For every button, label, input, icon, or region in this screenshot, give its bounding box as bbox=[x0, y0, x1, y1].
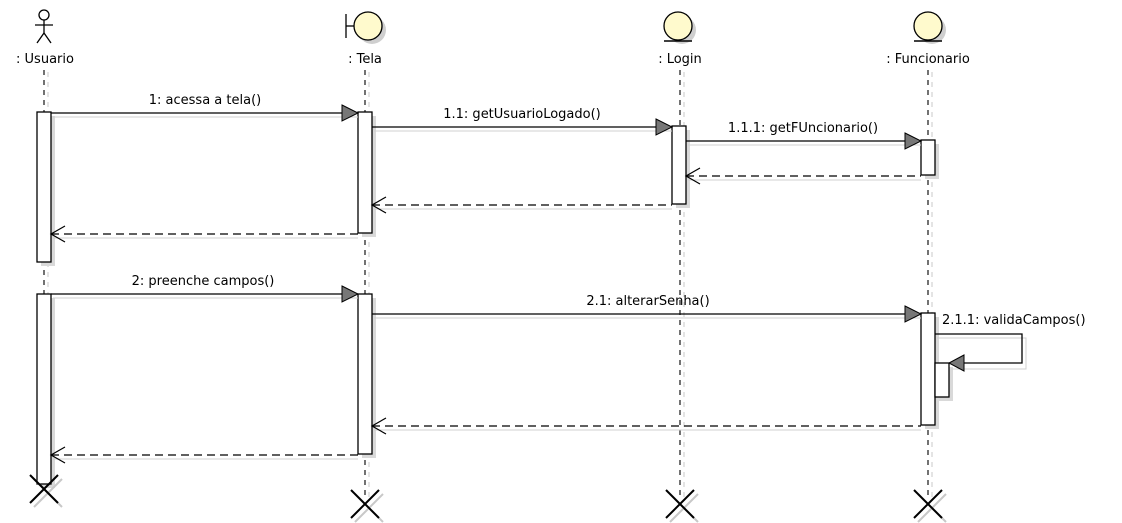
return-message bbox=[370, 196, 672, 214]
participant-label-tela: : Tela bbox=[348, 52, 382, 67]
return-message bbox=[49, 225, 358, 243]
destroy-x-icon bbox=[913, 489, 947, 523]
destroy-x-icon bbox=[665, 489, 699, 523]
participant-label-usuario: : Usuario bbox=[16, 52, 74, 67]
activation-usuario-2 bbox=[36, 293, 52, 485]
participant-label-login: : Login bbox=[658, 52, 702, 67]
message-label-2: 2: preenche campos() bbox=[132, 274, 275, 289]
message-2-1: 2.1: alterarSenha() bbox=[372, 294, 923, 323]
activation-bars bbox=[36, 111, 953, 488]
stick-figure-icon bbox=[35, 9, 53, 44]
message-1: 1: acessa a tela() bbox=[51, 93, 360, 122]
message-1-1-1: 1.1.1: getFUncionario() bbox=[686, 121, 923, 150]
activation-login-1 bbox=[671, 125, 687, 205]
activation-usuario-1 bbox=[36, 111, 52, 263]
activation-tela-2 bbox=[357, 293, 373, 455]
activation-funcionario-2 bbox=[920, 312, 936, 426]
activation-funcionario-nested bbox=[934, 362, 950, 398]
return-message bbox=[49, 446, 358, 464]
activation-tela-1 bbox=[357, 111, 373, 234]
boundary-icon bbox=[345, 11, 386, 44]
return-message bbox=[370, 417, 921, 435]
destroy-x-icon bbox=[350, 489, 384, 523]
message-label-1-1-1: 1.1.1: getFUncionario() bbox=[728, 121, 878, 136]
message-1-1: 1.1: getUsuarioLogado() bbox=[372, 107, 674, 136]
message-label-1-1: 1.1: getUsuarioLogado() bbox=[443, 107, 600, 122]
participant-label-funcionario: : Funcionario bbox=[886, 52, 970, 67]
entity-icon bbox=[913, 11, 946, 44]
destroy-x-icon bbox=[29, 474, 63, 508]
entity-icon bbox=[663, 11, 696, 44]
message-label-1: 1: acessa a tela() bbox=[149, 93, 261, 108]
message-label-2-1-1: 2.1.1: validaCampos() bbox=[942, 313, 1086, 328]
message-2-1-1: 2.1.1: validaCampos() bbox=[935, 313, 1086, 372]
message-label-2-1: 2.1: alterarSenha() bbox=[586, 294, 709, 309]
return-message bbox=[684, 167, 921, 185]
activation-funcionario-1 bbox=[920, 139, 936, 176]
message-2: 2: preenche campos() bbox=[51, 274, 360, 303]
